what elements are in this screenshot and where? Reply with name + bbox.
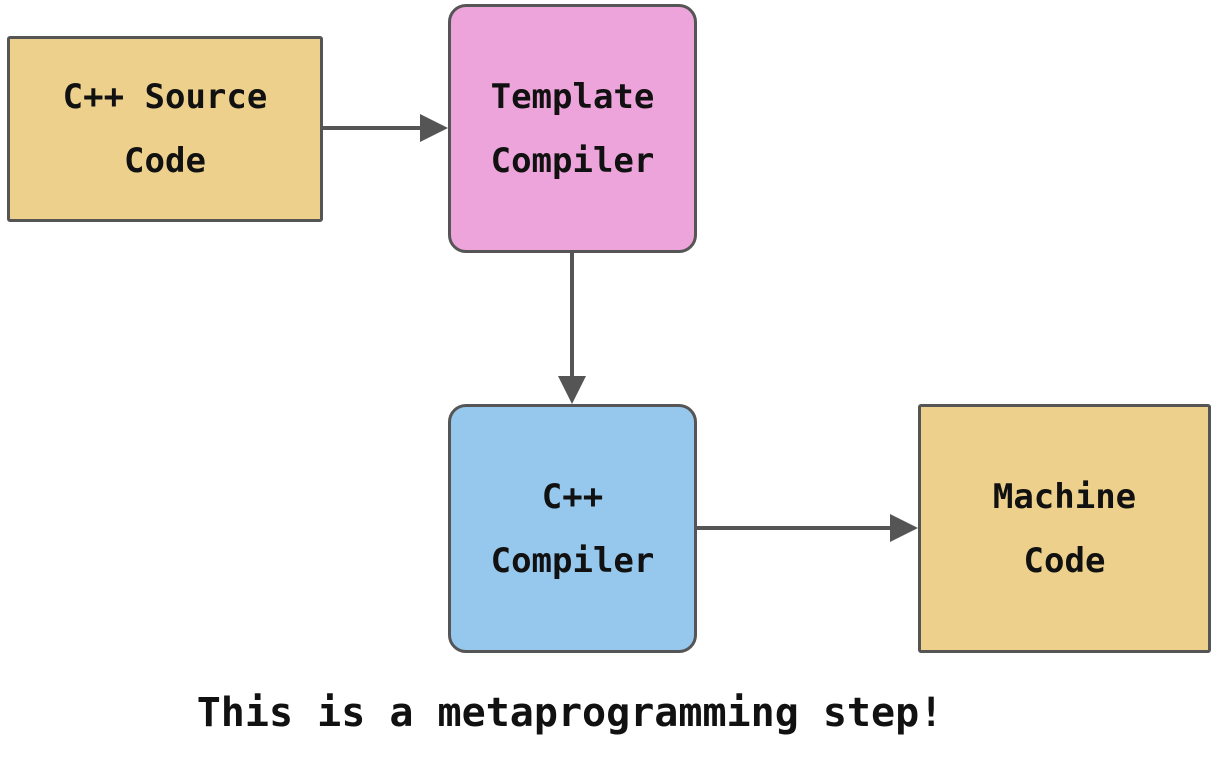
node-label-line2: Code xyxy=(124,141,206,181)
node-label-line1: C++ xyxy=(541,476,604,517)
node-label-line2: Code xyxy=(1023,540,1106,581)
node-label-line1: Template xyxy=(490,76,655,117)
node-label-line1: C++ Source xyxy=(62,77,268,117)
node-label-line2: Compiler xyxy=(490,540,655,581)
edge-cpp-compiler-to-machine-code xyxy=(697,514,918,542)
diagram-caption: This is a metaprogramming step! xyxy=(196,690,944,736)
node-label-line2: Compiler xyxy=(490,140,655,181)
node-cpp-compiler: C++ Compiler xyxy=(448,404,697,653)
edge-template-to-cpp-compiler xyxy=(558,253,586,404)
edge-source-to-template xyxy=(323,114,448,142)
node-cpp-source-code: C++ Source Code xyxy=(7,36,323,222)
node-template-compiler: Template Compiler xyxy=(448,4,697,253)
node-machine-code: Machine Code xyxy=(918,404,1211,653)
node-label-line1: Machine xyxy=(992,476,1137,517)
